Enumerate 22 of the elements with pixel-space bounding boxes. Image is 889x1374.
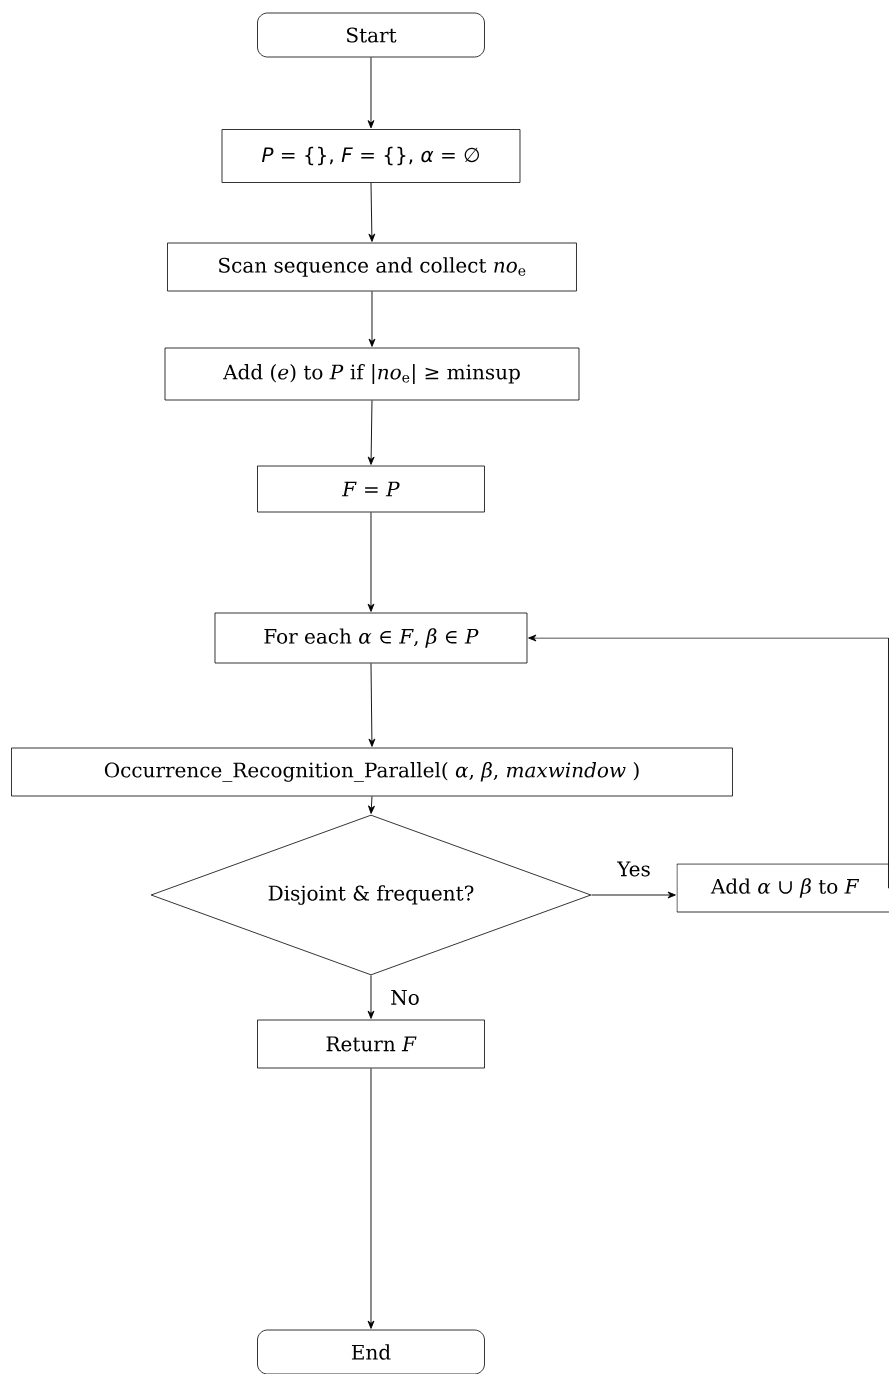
arrow: [367, 511, 375, 612]
terminal-box: Start: [257, 12, 485, 58]
arrow: [367, 399, 375, 465]
process-box: Add (e) to P if |no$_{e}$| ≥ minsup: [164, 347, 580, 401]
process-box: F = P: [257, 465, 485, 513]
terminal-box: End: [257, 1329, 485, 1374]
arrow: [368, 182, 376, 242]
process-box: P = {}, F = {}, α = ∅: [221, 129, 521, 183]
arrow: [368, 290, 376, 347]
arrow: [367, 974, 375, 1019]
edge-label: No: [389, 989, 421, 1006]
process-box: Scan sequence and collect no$_{e}$: [167, 242, 577, 292]
arrow: [367, 56, 375, 129]
arrow: [367, 1067, 375, 1329]
edge-label: Yes: [616, 860, 652, 878]
process-box: Occurrence_Recognition_Parallel( α, β, maxwindow ): [11, 747, 733, 797]
arrow: [368, 795, 375, 814]
arrow: [590, 891, 676, 899]
process-box: Add α ∪ β to F: [676, 863, 889, 913]
process-box: Return F: [257, 1019, 485, 1069]
arrow: [368, 662, 376, 747]
process-box: For each α ∈ F, β ∈ P: [214, 612, 528, 664]
